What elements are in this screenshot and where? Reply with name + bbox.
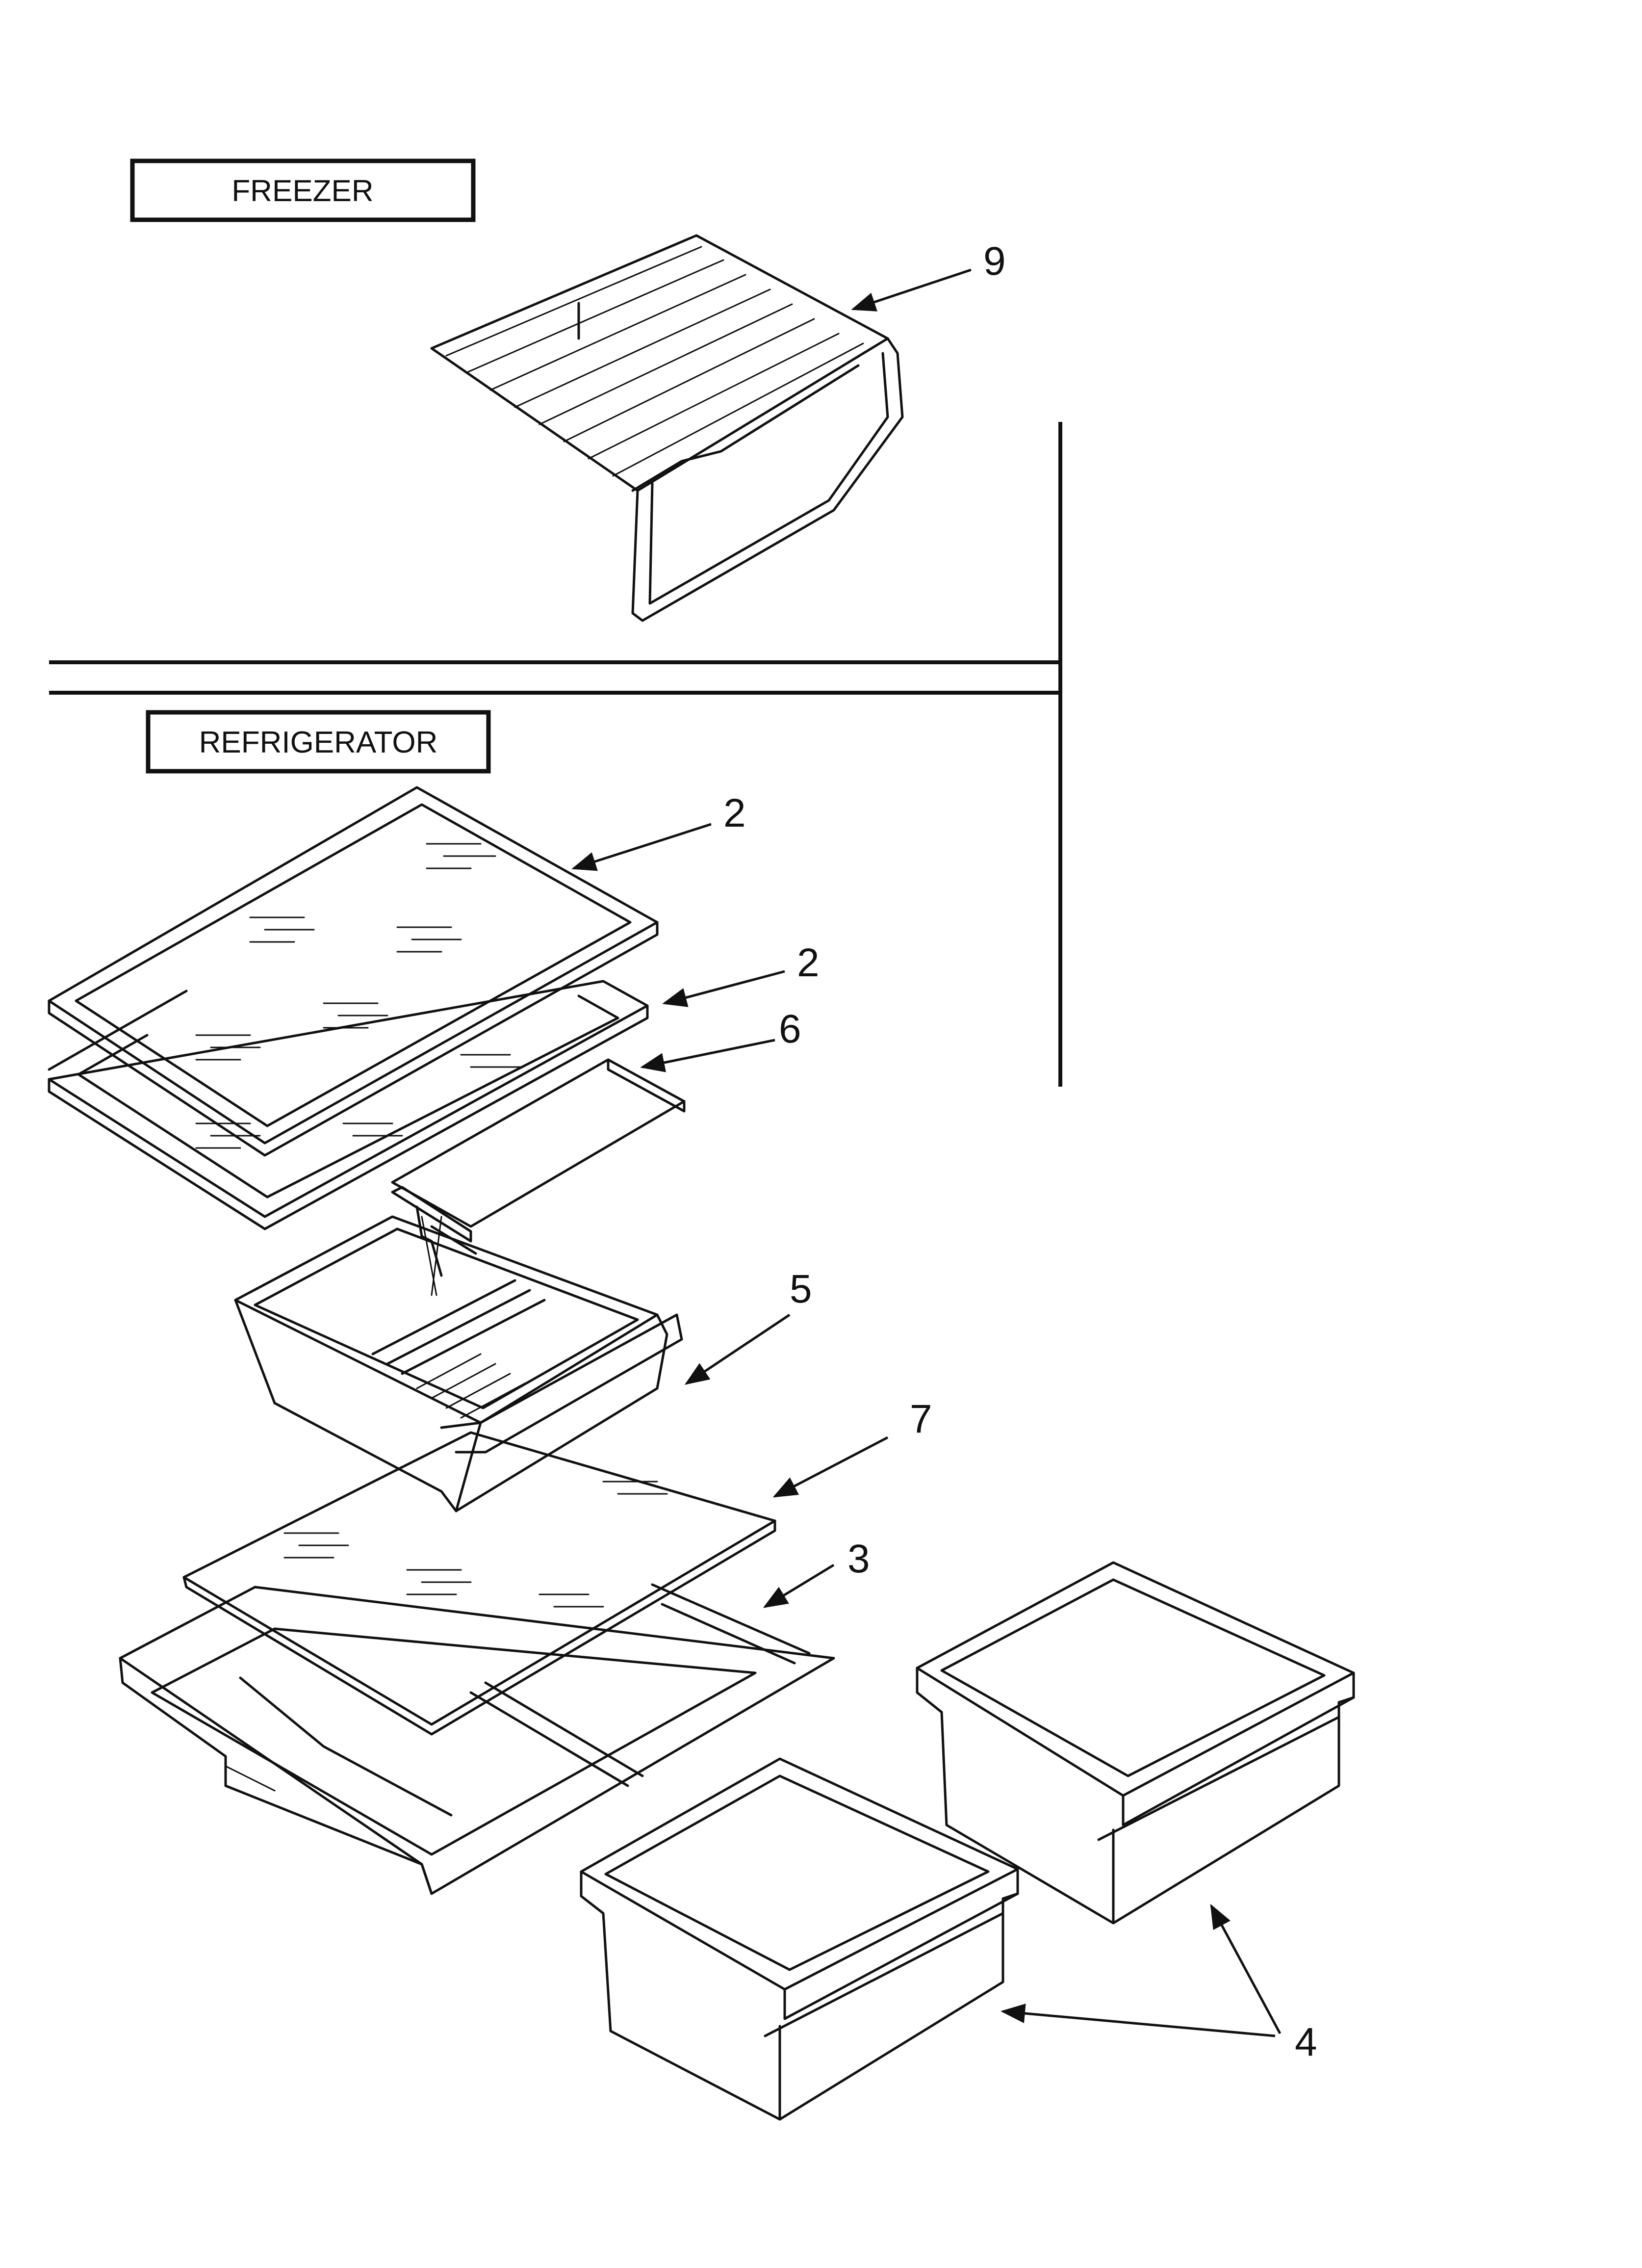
callout-6: 6 <box>779 1007 801 1051</box>
callout-4: 4 <box>1295 2020 1317 2064</box>
glass-shelf-top <box>48 786 659 1157</box>
callout-2-top: 2 <box>723 791 746 835</box>
shelf-frame <box>391 1058 686 1277</box>
refrigerator-label: REFRIGERATOR <box>199 726 438 759</box>
crisper-cover-glass <box>182 1431 776 1736</box>
callout-2-second: 2 <box>797 940 820 985</box>
callout-7: 7 <box>910 1397 932 1441</box>
callout-9: 9 <box>983 239 1006 284</box>
meat-drawer <box>234 1215 683 1512</box>
crisper-drawer-right <box>916 1561 1355 1925</box>
glass-shelf-second <box>48 980 649 1230</box>
crisper-cover-frame <box>119 1583 835 1895</box>
callout-numbers: 9 2 2 6 5 7 3 4 <box>723 239 1317 2064</box>
callout-5: 5 <box>790 1267 812 1311</box>
crisper-drawer-left <box>580 1757 1019 2121</box>
freezer-wire-shelf <box>430 234 904 622</box>
freezer-label: FREEZER <box>231 174 373 208</box>
callout-leaders <box>571 268 1282 2037</box>
refrigerator-label-box: REFRIGERATOR <box>146 710 491 774</box>
section-dividers <box>49 422 1062 1087</box>
callout-3: 3 <box>847 1537 870 1581</box>
freezer-label-box: FREEZER <box>130 158 476 222</box>
